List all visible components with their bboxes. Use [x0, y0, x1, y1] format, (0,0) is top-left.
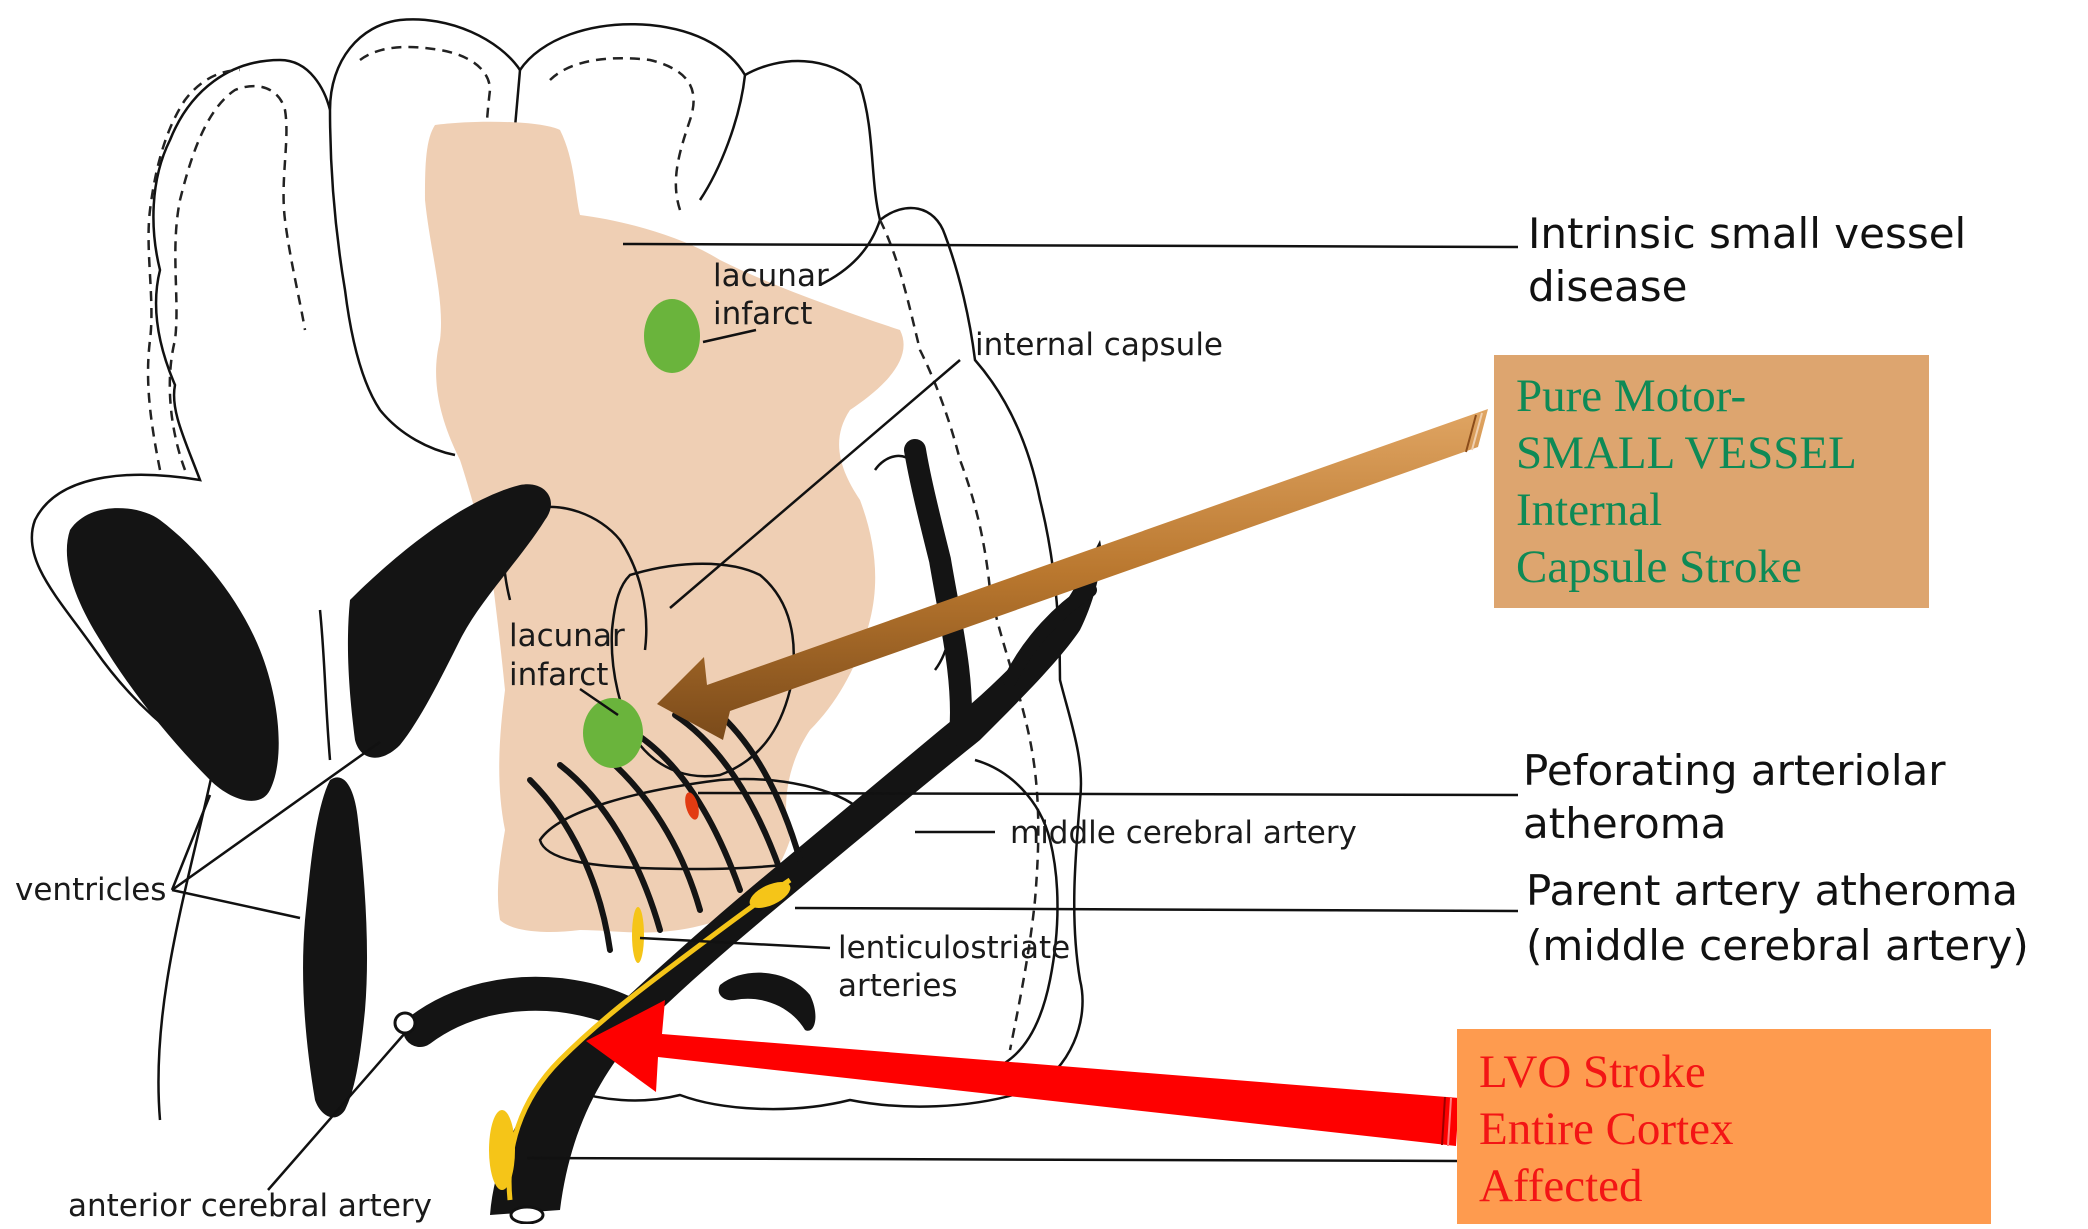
lacunar-infarct-top-label-2: infarct: [713, 296, 812, 332]
pure-motor-line-1: Pure Motor-: [1516, 368, 1929, 425]
lacunar-infarct-bottom-label-2: infarct: [509, 657, 608, 693]
lvo-line-3: Affected: [1479, 1158, 1991, 1215]
ventricles-label: ventricles: [15, 872, 166, 908]
temporal-horn: [719, 973, 816, 1031]
pure-motor-line-4: Capsule Stroke: [1516, 539, 1929, 596]
sulcus-right: [700, 75, 745, 200]
lenticulostriate-label-1: lenticulostriate: [838, 930, 1070, 966]
mca-stump: [511, 1207, 543, 1223]
lvo-callout: LVO Stroke Entire Cortex Affected: [1457, 1029, 1991, 1224]
parent-artery-atheroma-label-1: Parent artery atheroma: [1526, 866, 2018, 915]
aca-stump: [395, 1013, 415, 1033]
lvo-arrow: [586, 1000, 1459, 1146]
ventricle-third: [303, 777, 367, 1117]
lacunar-infarct-top-label-1: lacunar: [713, 258, 829, 294]
sulcus-far-right: [820, 220, 880, 285]
lvo-line-2: Entire Cortex: [1479, 1101, 1991, 1158]
middle-cerebral-artery-label: middle cerebral artery: [1010, 815, 1357, 851]
mca-branch-upper: [915, 450, 961, 735]
atheroma-plaque-lower: [489, 1110, 515, 1190]
perforating-atheroma-label-2: atheroma: [1523, 799, 1726, 848]
pure-motor-line-3: Internal: [1516, 482, 1929, 539]
internal-capsule-label: internal capsule: [975, 327, 1223, 363]
pure-motor-line-2: SMALL VESSEL: [1516, 425, 1929, 482]
perforating-atheroma-label-1: Peforating arteriolar: [1523, 746, 1946, 795]
midline-septum: [320, 610, 330, 760]
lacunar-infarct-top: [644, 299, 700, 373]
lacunar-infarct-bottom-label-1: lacunar: [509, 618, 625, 654]
small-vessel-disease-label-1: Intrinsic small vessel: [1528, 209, 1966, 258]
lenticulostriate-label-2: arteries: [838, 968, 958, 1004]
atheroma-plaque-aca: [632, 907, 644, 963]
anterior-cerebral-artery-label: anterior cerebral artery: [68, 1188, 432, 1224]
parent-artery-atheroma-label-2: (middle cerebral artery): [1526, 921, 2029, 970]
lvo-line-1: LVO Stroke: [1479, 1044, 1991, 1101]
small-vessel-disease-label-2: disease: [1528, 262, 1688, 311]
lacunar-infarct-bottom: [583, 698, 643, 768]
gray-white-boundary-left: [148, 70, 240, 470]
pure-motor-callout: Pure Motor- SMALL VESSEL Internal Capsul…: [1494, 355, 1929, 608]
temporal-outline: [975, 760, 1058, 1070]
